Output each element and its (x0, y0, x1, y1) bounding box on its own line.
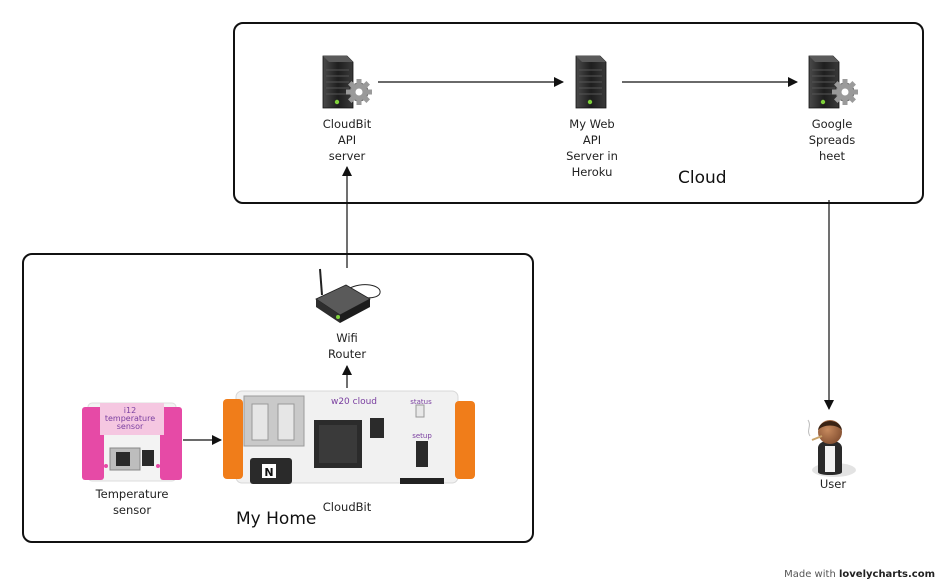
node-label-cloudbit-api: CloudBit API server (302, 116, 392, 164)
label-line: Heroku (571, 165, 613, 179)
label-line: CloudBit (322, 500, 372, 514)
node-label-router: Wifi Router (302, 330, 392, 362)
user-icon (807, 419, 856, 477)
cloud-group-box (233, 22, 924, 204)
group-label-cloud: Cloud (678, 168, 727, 188)
label-line: Temperature (95, 487, 169, 501)
web-api-server-icon (575, 55, 607, 109)
footer-brand-link[interactable]: lovelycharts.com (838, 569, 935, 580)
label-line: heet (819, 149, 845, 163)
cloudbit-chip-letter: N (264, 466, 273, 479)
label-line: API (337, 133, 357, 147)
spreadsheet-server-gear-icon (808, 55, 859, 109)
label-line: server (328, 149, 366, 163)
label-line: Server in (566, 149, 618, 163)
node-label-temp-sensor: Temperature sensor (80, 486, 184, 518)
label-line: CloudBit (322, 117, 372, 131)
label-line: My Web (569, 117, 615, 131)
temperature-sensor-module-icon: i12 temperature sensor (82, 402, 182, 482)
label-line: Spreads (808, 133, 856, 147)
group-label-home: My Home (236, 509, 317, 529)
cloudbit-board-title: w20 cloud (331, 397, 377, 407)
label-line: User (819, 477, 847, 491)
label-line: sensor (112, 503, 152, 517)
sensor-module-line1: i12 (124, 406, 136, 415)
cloudbit-api-server-gear-icon (322, 55, 373, 109)
label-line: Google (811, 117, 853, 131)
edges (183, 77, 834, 445)
node-label-cloudbit: CloudBit (302, 499, 392, 515)
node-label-spreadsheet: Google Spreads heet (787, 116, 877, 164)
footer-credit: Made with lovelycharts.com (784, 569, 935, 580)
sensor-module-line3: sensor (117, 422, 144, 431)
cloudbit-board-setup: setup (412, 432, 432, 440)
cloudbit-board-status: status (410, 398, 432, 406)
label-line: API (582, 133, 602, 147)
cloudbit-board-icon: N w20 cloud status setup (223, 390, 475, 484)
sensor-module-line2: temperature (105, 414, 155, 423)
footer-prefix: Made with (784, 569, 839, 580)
label-line: Router (327, 347, 367, 361)
wifi-router-icon (315, 268, 381, 323)
node-label-user: User (798, 476, 868, 492)
home-group-box (22, 253, 534, 543)
label-line: Wifi (336, 331, 358, 345)
node-label-web-api: My Web API Server in Heroku (547, 116, 637, 180)
